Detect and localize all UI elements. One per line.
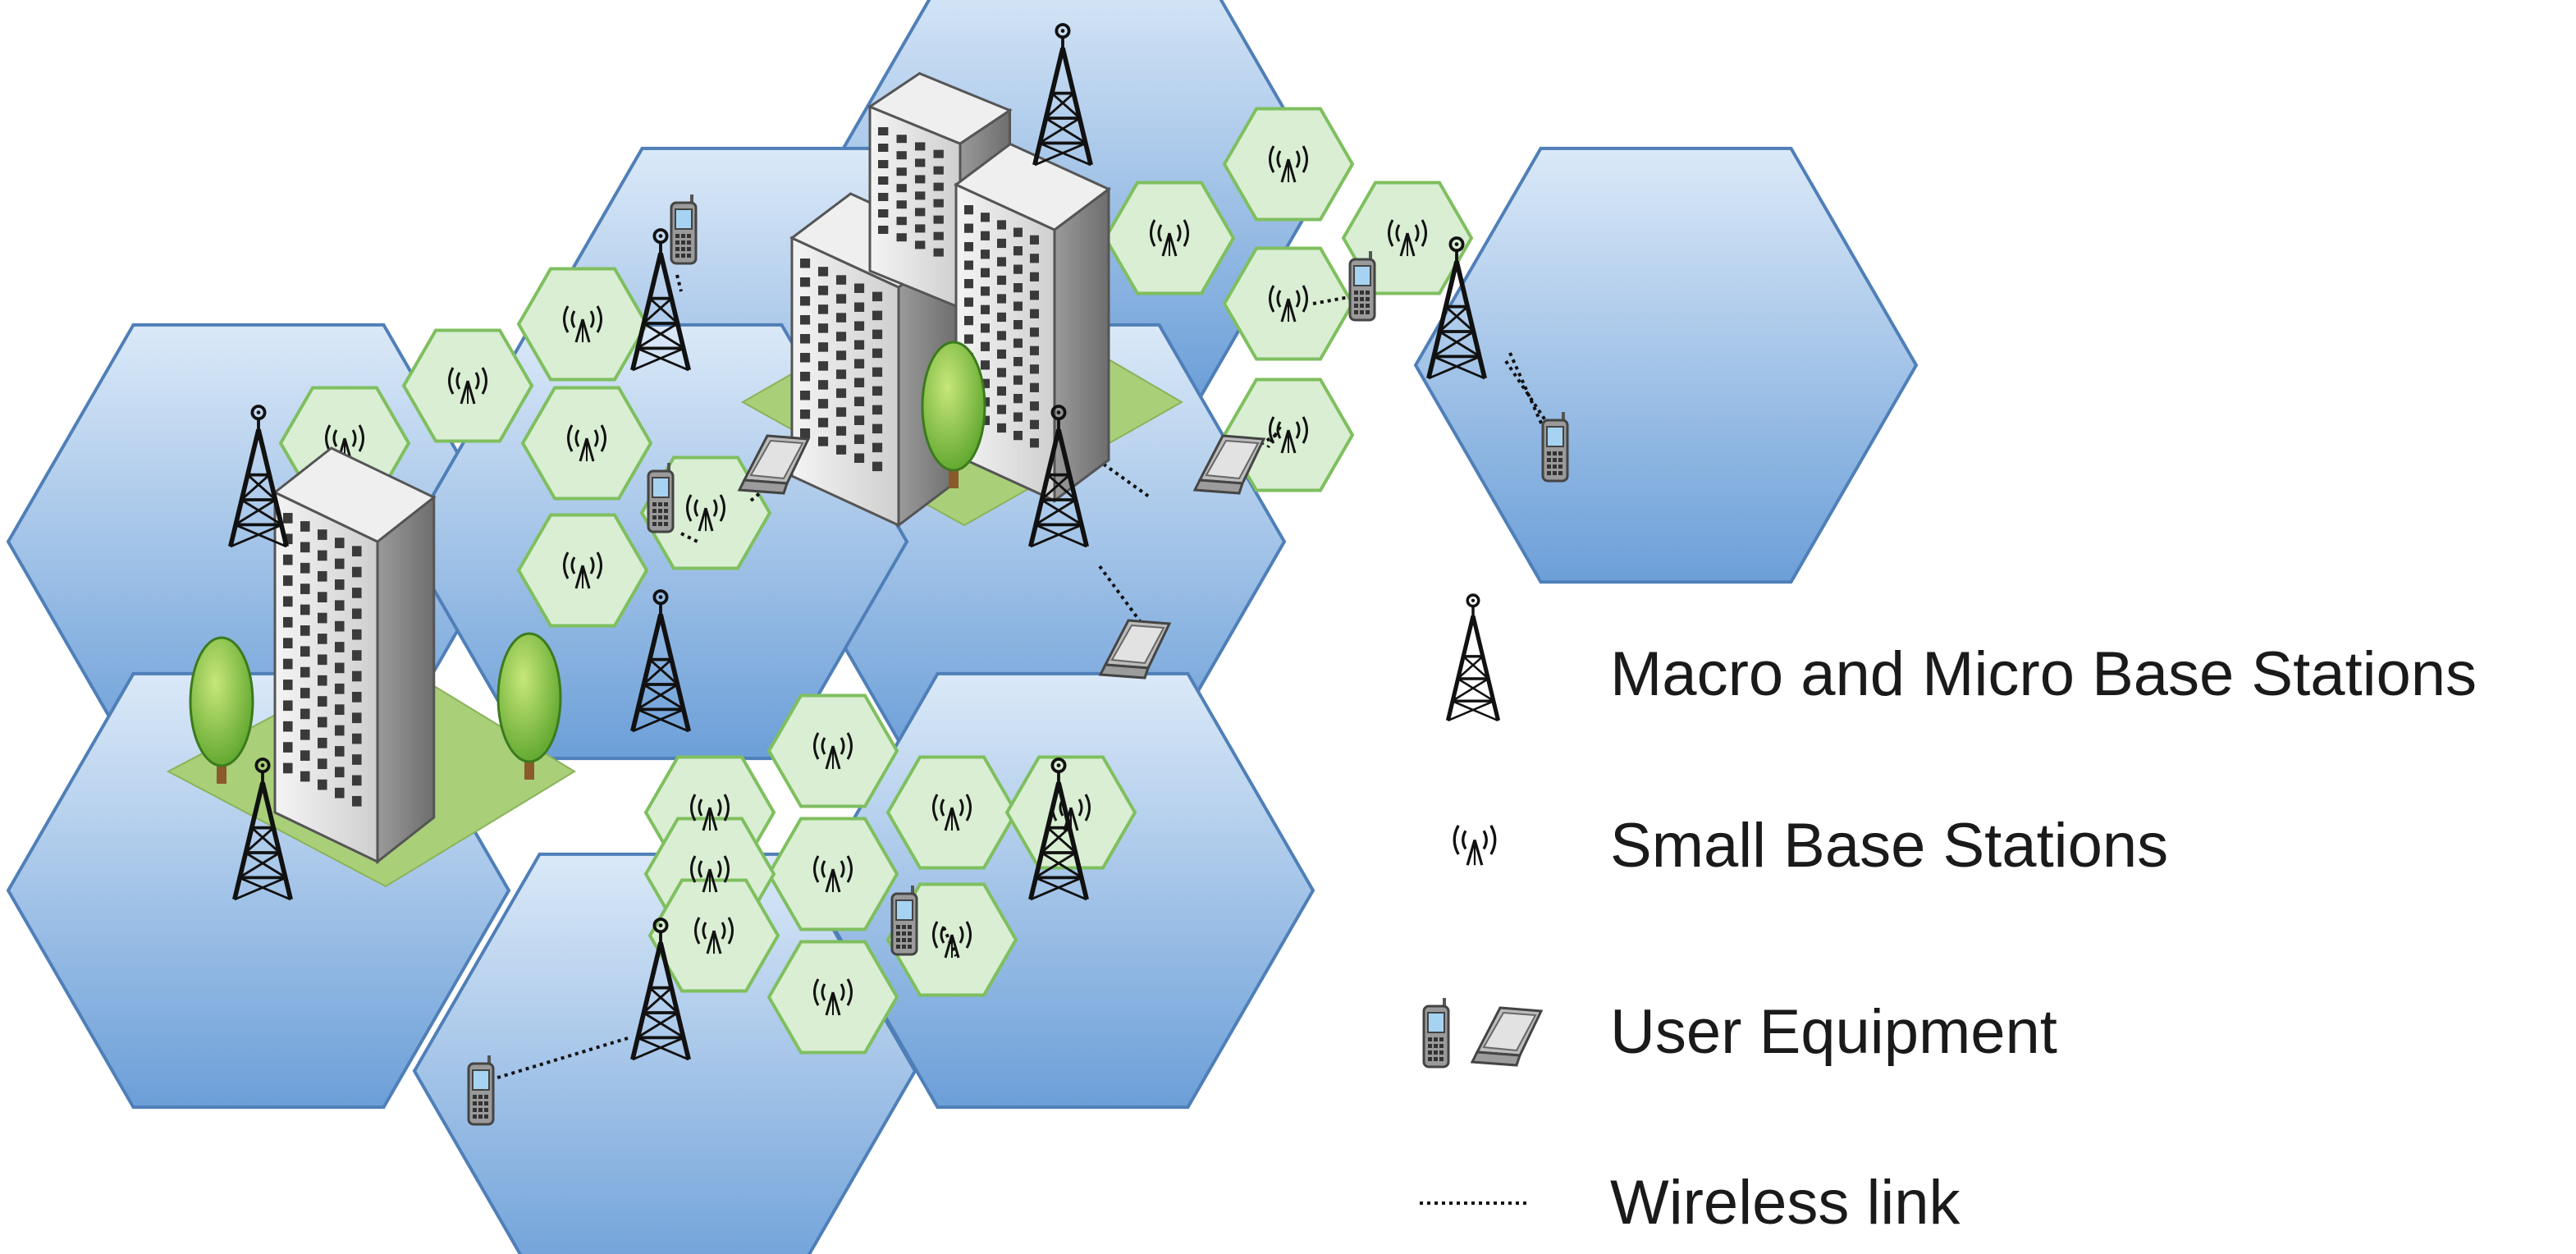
- wireless-link: [1098, 565, 1146, 629]
- small-antenna-icon: [690, 855, 730, 893]
- tree-icon: [189, 636, 254, 784]
- tree-icon: [496, 632, 562, 780]
- cell-tower-icon: [630, 228, 691, 372]
- legend-icons: [1420, 593, 1544, 1205]
- cell-tower-icon: [228, 405, 289, 548]
- laptop-icon: [1470, 1006, 1544, 1067]
- wireless-link: [680, 532, 698, 543]
- laptop-icon: [737, 434, 811, 495]
- office-building-icon: [867, 71, 1013, 310]
- small-antenna-icon: [813, 732, 853, 770]
- mobile-phone-icon: [1422, 998, 1450, 1069]
- office-building-icon: [954, 142, 1111, 503]
- small-antenna-icon: [1269, 416, 1308, 454]
- small-antenna-icon: [694, 917, 734, 954]
- small-antenna-icon: [932, 921, 972, 959]
- laptop-icon: [1098, 619, 1172, 680]
- mobile-phone-icon: [1541, 412, 1569, 483]
- laptop-icon: [1192, 434, 1266, 495]
- small-antenna-icon: [563, 551, 602, 589]
- small-antenna-icon: [1453, 824, 1497, 866]
- small-antenna-icon: [932, 794, 972, 831]
- tree-icon: [921, 341, 986, 488]
- mobile-phone-icon: [647, 463, 675, 533]
- small-antenna-icon: [567, 424, 606, 462]
- cell-tower-icon: [1028, 405, 1089, 548]
- wireless-link: [492, 1037, 629, 1081]
- small-antenna-icon: [1150, 219, 1189, 257]
- mobile-phone-icon: [467, 1055, 495, 1126]
- mobile-phone-icon: [890, 886, 918, 956]
- wireless-link: [675, 274, 683, 292]
- cell-tower-icon: [1426, 236, 1487, 380]
- mobile-phone-icon: [670, 195, 698, 265]
- mobile-phone-icon: [1348, 251, 1376, 322]
- small-antenna-icon: [690, 794, 730, 831]
- small-antenna-icon: [686, 494, 725, 532]
- legend-label-macro: Macro and Micro Base Stations: [1610, 639, 2478, 709]
- office-building-icon: [272, 446, 437, 865]
- macro-cell: [1413, 146, 1919, 584]
- cell-tower-icon: [1032, 23, 1093, 167]
- wireless-link: [1508, 352, 1544, 428]
- cell-tower-icon: [232, 757, 293, 901]
- small-antenna-icon: [813, 978, 853, 1016]
- cell-tower-icon: [1445, 593, 1501, 722]
- building-layer: [189, 71, 1111, 865]
- small-antenna-icon: [813, 855, 853, 893]
- user-equipment-layer: [467, 195, 1569, 1126]
- small-antenna-icon: [448, 367, 487, 405]
- cell-tower-icon: [630, 918, 691, 1061]
- small-cell-layer: [278, 107, 1474, 1055]
- small-antenna-icon: [1388, 219, 1427, 257]
- wireless-link: [1504, 359, 1549, 424]
- small-antenna-icon: [563, 305, 602, 343]
- legend-label-ue: User Equipment: [1610, 997, 2057, 1067]
- wireless-link: [942, 927, 958, 957]
- small-antenna-icon: [1269, 285, 1308, 323]
- small-antenna-icon: [1269, 145, 1308, 183]
- cell-tower-icon: [1028, 757, 1089, 901]
- legend-label-small: Small Base Stations: [1610, 811, 2169, 881]
- cell-tower-icon: [630, 589, 691, 733]
- tower-layer: [228, 23, 1487, 1061]
- legend-label-link: Wireless link: [1610, 1168, 1961, 1238]
